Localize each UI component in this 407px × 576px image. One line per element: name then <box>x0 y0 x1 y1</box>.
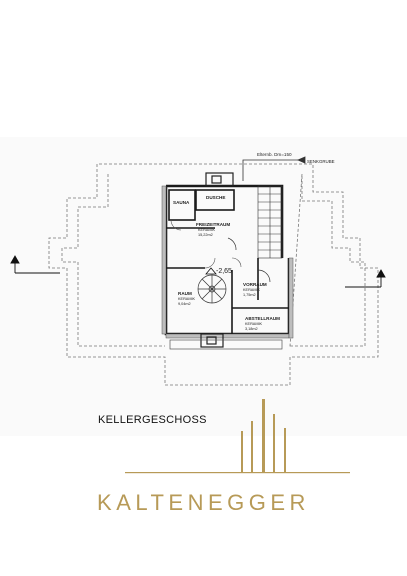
room-hall-name: VORRAUM <box>243 282 267 287</box>
plan-sheet <box>0 137 407 436</box>
floor-title: KELLERGESCHOSS <box>98 414 207 426</box>
room-storage-detail: KERAMIK <box>245 322 263 326</box>
section-arrow-right <box>345 269 386 288</box>
room-room-area: 9,04m2 <box>178 302 191 306</box>
room-hall-detail: KERAMIK <box>243 288 261 292</box>
pipe-label: Elternb. Dm=150 <box>257 152 292 157</box>
room-leisure-area: 15,22m2 <box>198 233 213 237</box>
room-leisure-name: FREIZEITRAUM <box>196 222 230 227</box>
drain-pipe <box>242 156 306 181</box>
room-leisure-detail: KERAMIK <box>198 228 216 232</box>
foundation-band <box>169 339 283 350</box>
spiral-stair <box>197 237 271 304</box>
room-sauna-name: SAUNA <box>173 200 190 205</box>
light-well-bottom <box>200 333 224 348</box>
light-well-top <box>205 172 234 187</box>
wall-hatch <box>161 185 294 339</box>
terrain-outline <box>48 163 379 386</box>
room-storage-name: ABSTELLRAUM <box>245 316 280 321</box>
brand-wordmark: KALTENEGGER <box>97 490 310 515</box>
level-marker: -2,65 <box>205 267 232 275</box>
room-room-name: RAUM <box>178 291 192 296</box>
room-hall-area: 1,75m2 <box>243 293 256 297</box>
logo-mark <box>125 399 350 474</box>
door-swings <box>170 219 242 269</box>
room-storage-area: 3,18m2 <box>245 327 258 331</box>
svg-text:-2,65: -2,65 <box>216 268 232 275</box>
exterior-stair <box>257 185 283 259</box>
room-room-detail: KERAMIK <box>178 297 196 301</box>
room-shower-name: DUSCHE <box>206 195 225 200</box>
cesspit-label: SENKGRUBE <box>307 159 335 164</box>
interior-walls <box>166 189 289 334</box>
section-arrow-left <box>10 255 60 274</box>
